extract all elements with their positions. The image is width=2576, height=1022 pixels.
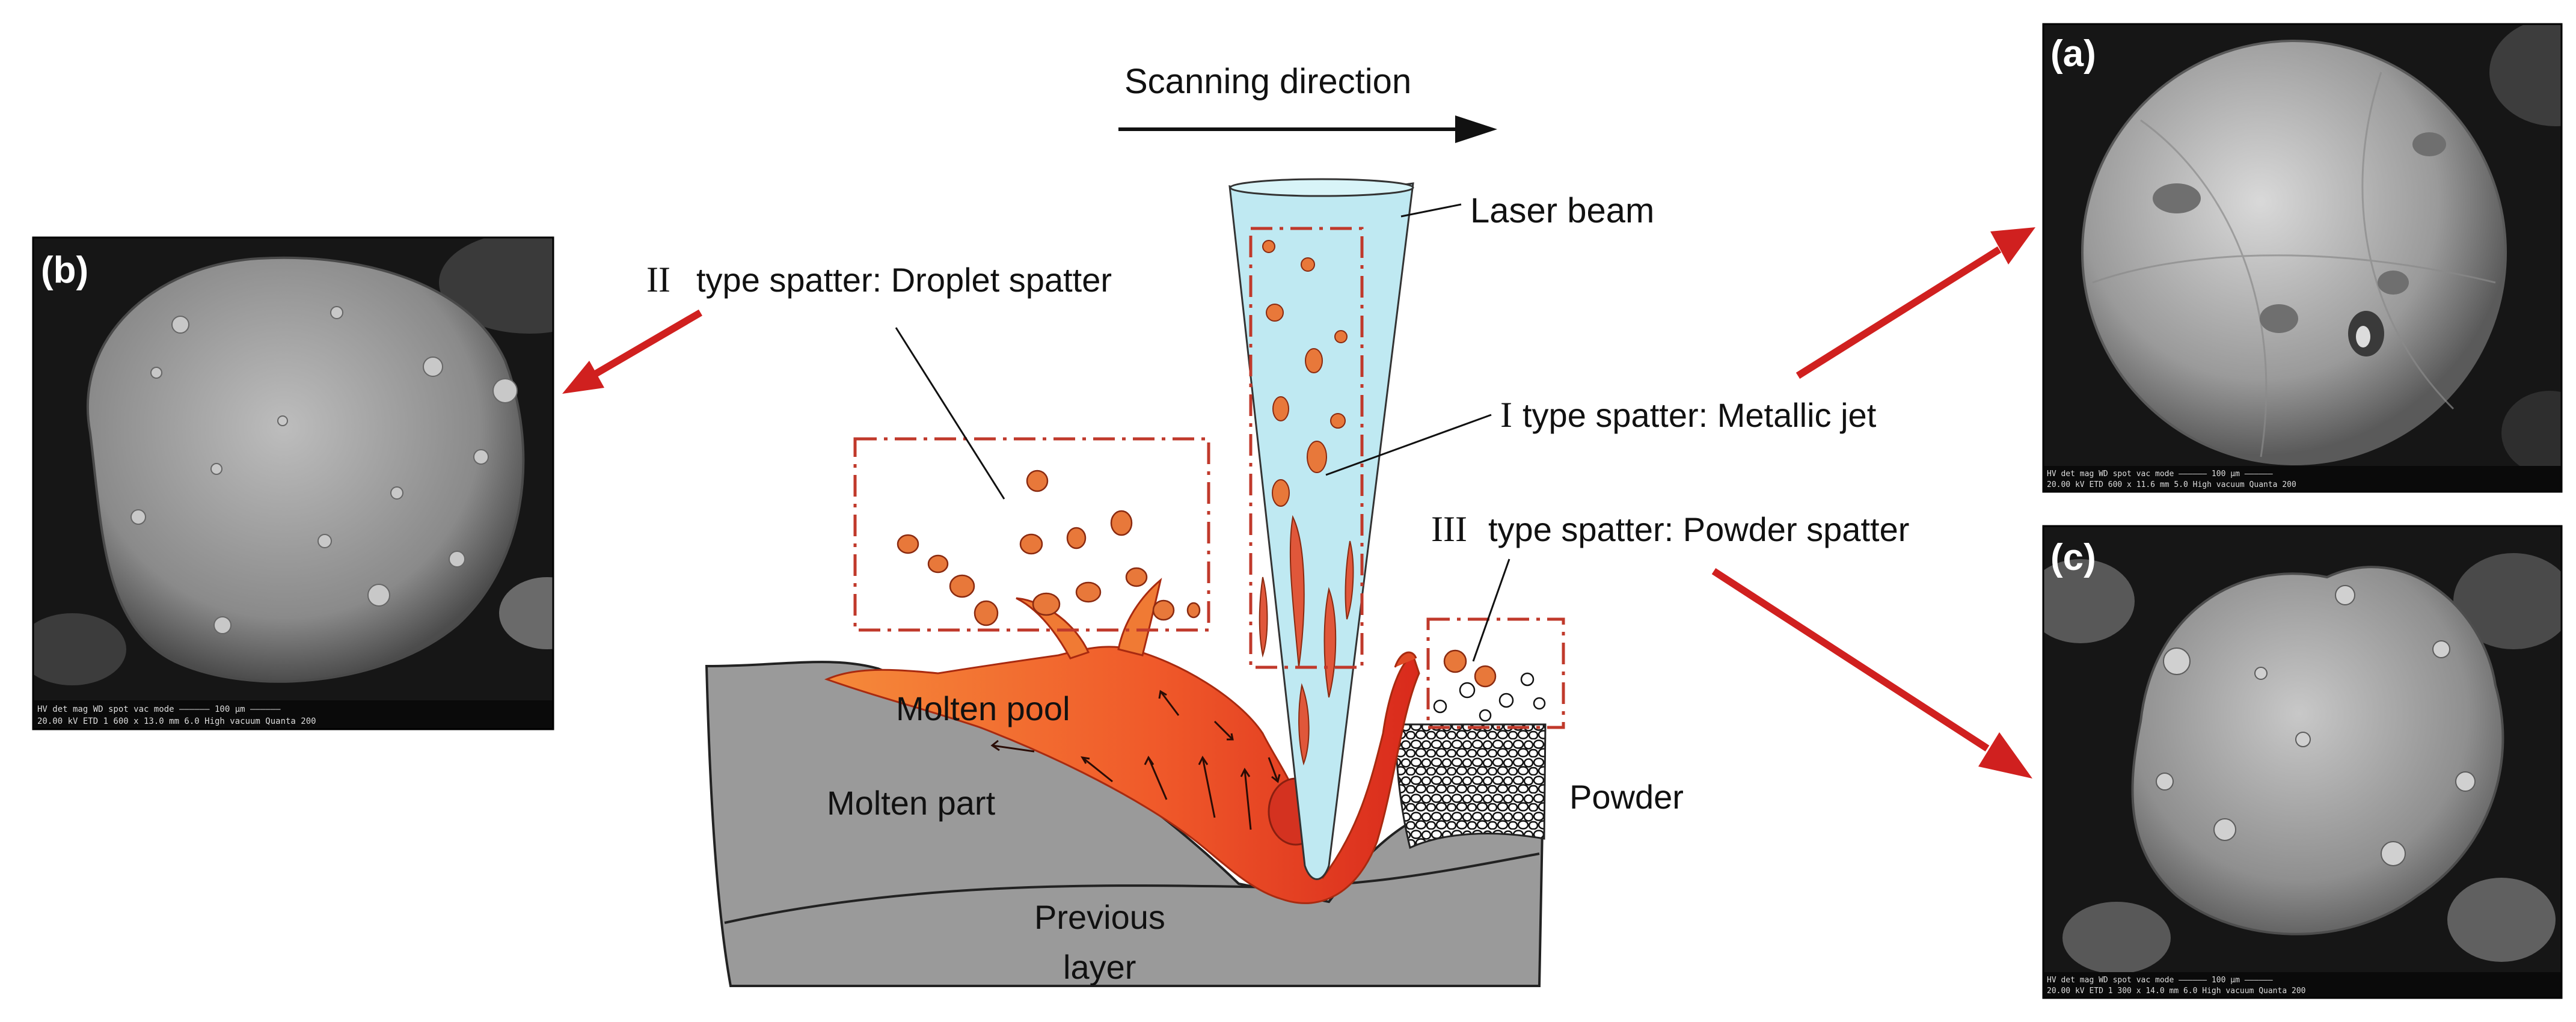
label-previous-layer-line2: layer bbox=[1063, 948, 1136, 986]
arrow-to-panel-b-head bbox=[562, 361, 604, 394]
sem-databar-c-row2: 20.00 kV ETD 1 300 x 14.0 mm 6.0 High va… bbox=[2047, 987, 2305, 996]
sem-databar-a-row2: 20.00 kV ETD 600 x 11.6 mm 5.0 High vacu… bbox=[2047, 480, 2296, 489]
label-molten-pool: Molten pool bbox=[896, 690, 1070, 727]
pointer-arrows bbox=[562, 227, 2035, 779]
sem-databar-b-row2: 20.00 kV ETD 1 600 x 13.0 mm 6.0 High va… bbox=[37, 717, 316, 726]
sem-panel-b: (b) HV det mag WD spot vac mode —————— 1… bbox=[32, 236, 554, 730]
callout-box-droplet bbox=[853, 437, 1210, 632]
callout-box-jet bbox=[1249, 227, 1364, 669]
scanning-direction: Scanning direction bbox=[1118, 62, 1497, 143]
arrow-to-panel-a-head bbox=[1990, 227, 2035, 265]
label-metallic-jet: type spatter: Metallic jet bbox=[1523, 396, 1877, 434]
powder-spatter bbox=[1433, 649, 1546, 722]
sem-databar-b-row1: HV det mag WD spot vac mode —————— 100 µ… bbox=[37, 705, 281, 714]
substrate-block bbox=[705, 661, 1544, 987]
panel-tag-a: (a) bbox=[2050, 33, 2096, 75]
arrow-to-panel-c bbox=[1711, 568, 1990, 752]
previous-layer-boundary bbox=[724, 852, 1540, 924]
panel-tag-b: (b) bbox=[41, 249, 88, 291]
metallic-jet-streaks bbox=[1259, 515, 1354, 766]
label-powder-spatter: type spatter: Powder spatter bbox=[1488, 510, 1909, 548]
arrow-to-panel-c-head bbox=[1978, 732, 2032, 779]
leader-lines bbox=[895, 203, 1510, 662]
arrow-to-panel-b bbox=[590, 309, 703, 379]
sem-panel-a: (a) HV det mag WD spot vac mode —————— 1… bbox=[2042, 23, 2563, 493]
sem-databar-c-row1: HV det mag WD spot vac mode —————— 100 µ… bbox=[2047, 976, 2273, 985]
scanning-direction-arrowhead bbox=[1455, 115, 1497, 143]
sem-panel-c: (c) HV det mag WD spot vac mode —————— 1… bbox=[2042, 525, 2563, 999]
label-metallic-jet-numeral: I bbox=[1500, 395, 1512, 435]
label-powder: Powder bbox=[1569, 778, 1684, 816]
label-powder-spatter-numeral: III bbox=[1431, 509, 1467, 549]
callout-box-powder bbox=[1426, 617, 1565, 729]
label-laser-beam: Laser beam bbox=[1470, 191, 1654, 230]
melt-pool-schematic bbox=[705, 178, 1565, 987]
label-droplet-spatter: type spatter: Droplet spatter bbox=[696, 261, 1112, 299]
liquid-splash-3 bbox=[1394, 651, 1417, 668]
callout-boxes bbox=[853, 227, 1565, 729]
label-molten-part: Molten part bbox=[827, 784, 996, 822]
scanning-direction-label: Scanning direction bbox=[1124, 62, 1411, 101]
panel-tag-c: (c) bbox=[2050, 537, 2096, 578]
arrow-to-panel-a bbox=[1796, 246, 2002, 379]
flow-arrows bbox=[990, 690, 1281, 830]
label-previous-layer-line1: Previous bbox=[1034, 898, 1165, 936]
label-droplet-spatter-numeral: II bbox=[646, 260, 670, 299]
metallic-jet-droplets bbox=[1262, 240, 1348, 507]
liquid-splash-1 bbox=[1016, 597, 1090, 659]
sem-databar-a-row1: HV det mag WD spot vac mode —————— 100 µ… bbox=[2047, 470, 2273, 479]
liquid-splash-2 bbox=[1117, 578, 1162, 656]
droplet-spatter bbox=[897, 470, 1201, 626]
powder-bed bbox=[1394, 723, 1547, 849]
